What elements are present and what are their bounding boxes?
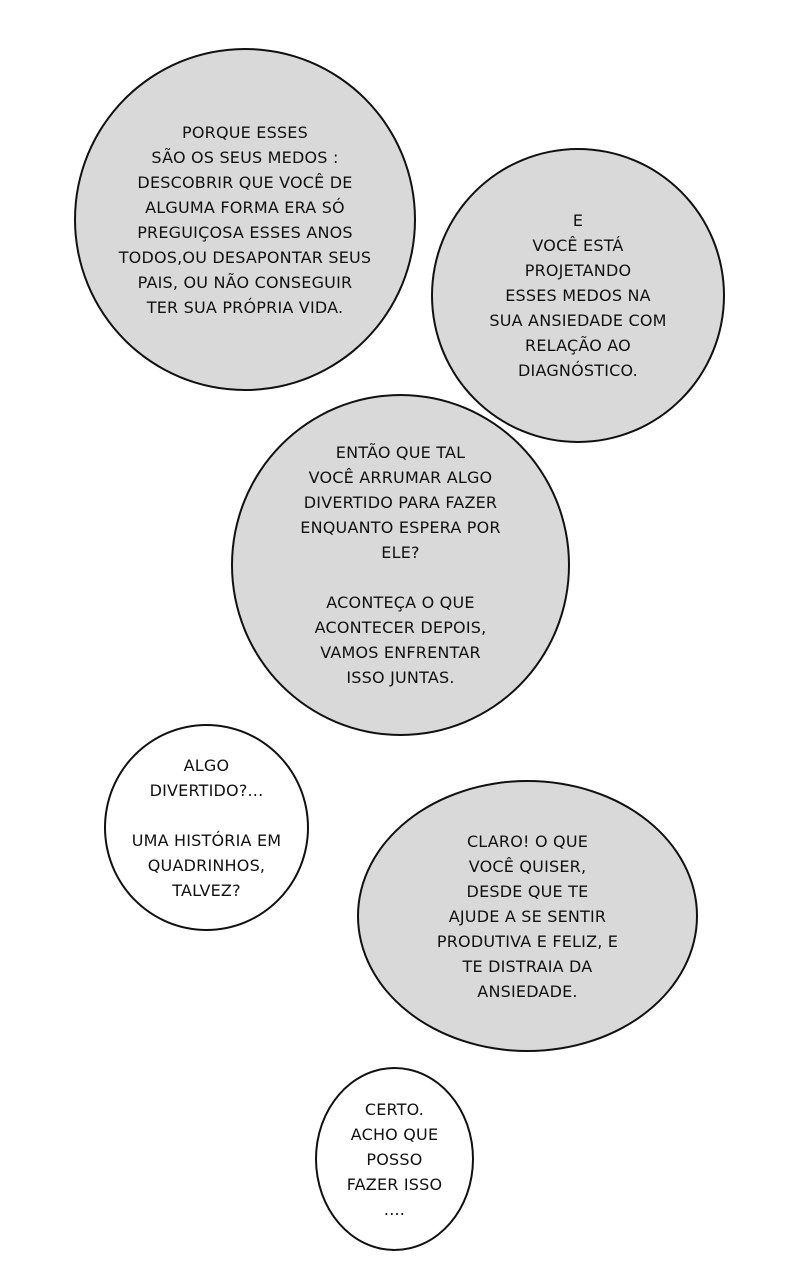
bubble-text: ENTÃO QUE TAL VOCÊ ARRUMAR ALGO DIVERTID…: [300, 443, 501, 687]
bubble-text: CLARO! O QUE VOCÊ QUISER, DESDE QUE TE A…: [436, 831, 619, 1001]
speech-bubble-suggestion: ENTÃO QUE TAL VOCÊ ARRUMAR ALGO DIVERTID…: [231, 394, 570, 736]
speech-bubble-projecting: E VOCÊ ESTÁ PROJETANDO ESSES MEDOS NA SU…: [431, 148, 725, 443]
speech-bubble-encouragement: CLARO! O QUE VOCÊ QUISER, DESDE QUE TE A…: [357, 780, 698, 1052]
bubble-text: E VOCÊ ESTÁ PROJETANDO ESSES MEDOS NA SU…: [489, 211, 667, 380]
speech-bubble-agreement: CERTO. ACHO QUE POSSO FAZER ISSO ....: [315, 1067, 474, 1251]
bubble-text: ALGO DIVERTIDO?... UMA HISTÓRIA EM QUADR…: [131, 755, 282, 900]
bubble-text: PORQUE ESSES SÃO OS SEUS MEDOS : DESCOBR…: [118, 122, 372, 317]
speech-bubble-comic-idea: ALGO DIVERTIDO?... UMA HISTÓRIA EM QUADR…: [104, 724, 309, 931]
speech-bubble-fears: PORQUE ESSES SÃO OS SEUS MEDOS : DESCOBR…: [74, 48, 416, 391]
bubble-text: CERTO. ACHO QUE POSSO FAZER ISSO ....: [346, 1099, 443, 1219]
